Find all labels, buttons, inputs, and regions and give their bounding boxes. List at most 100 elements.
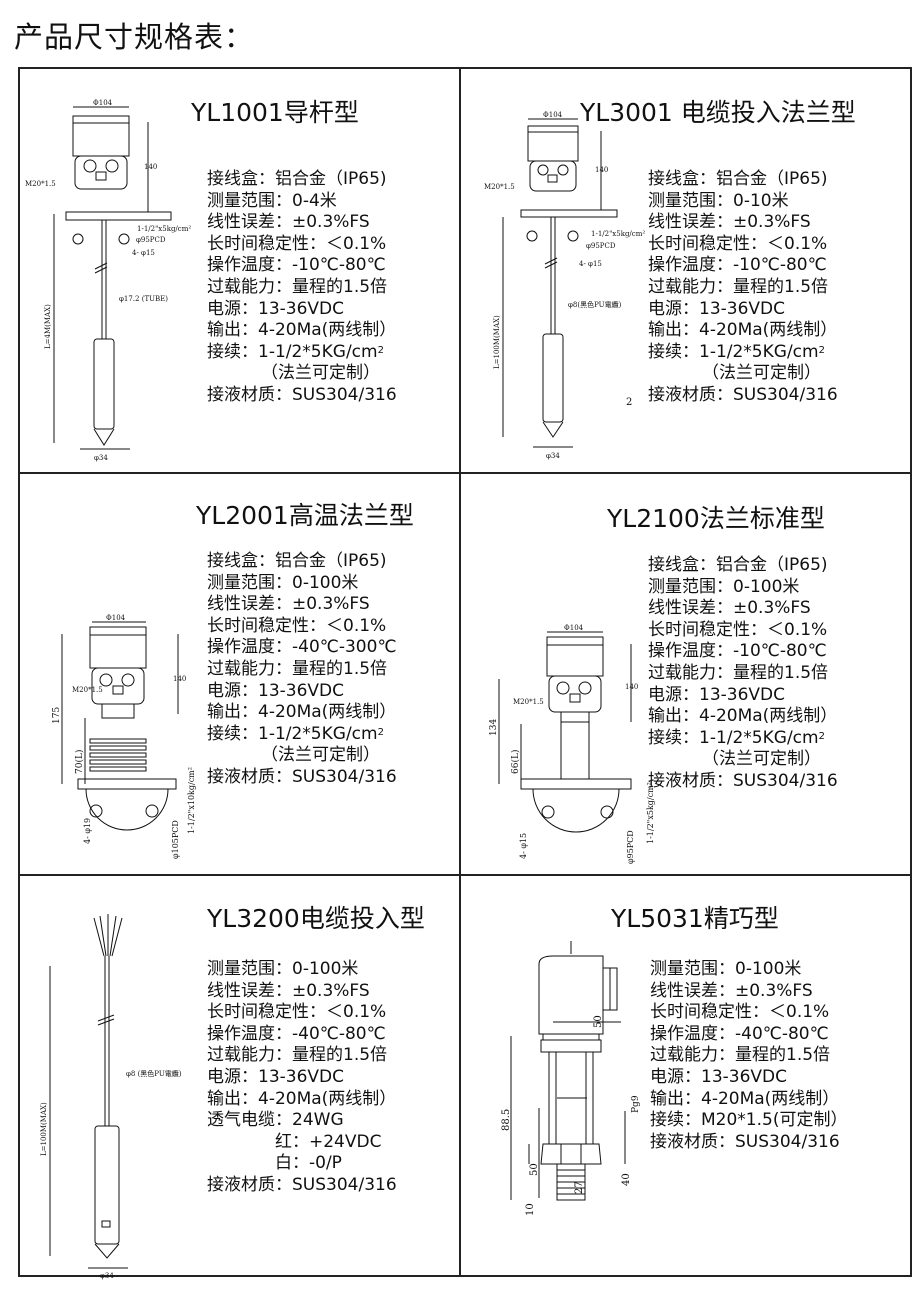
spec-line: 接线盒：铝合金（IP65)	[207, 169, 387, 189]
spec-line: 操作温度：-40℃-80℃	[650, 1023, 829, 1044]
dim-label: φ95PCD	[136, 236, 166, 244]
column-divider	[459, 69, 461, 1275]
product-cell-yl3001: YL3001 电缆投入法兰型 接线盒：铝合金（IP65) 测量范围：0-10米 …	[461, 69, 912, 472]
spec-line: 过载能力：量程的1.5倍	[207, 658, 388, 679]
dim-label: 4- φ19	[83, 818, 92, 844]
spec-line: 线性误差：±0.3%FS	[650, 980, 813, 1001]
spec-line: 长时间稳定性：＜0.1%	[207, 615, 387, 636]
spec-line: 操作温度：-40℃-80℃	[207, 1023, 386, 1044]
dim-label: 1-1/2"x5kg/cm²	[646, 782, 655, 844]
dim-label: φ17.2 (TUBE)	[119, 295, 168, 303]
spec-line: 操作温度：-40℃-300℃	[207, 637, 397, 658]
dim-label: φ34	[100, 1272, 114, 1280]
dim-label: M20*1.5	[484, 183, 515, 191]
spec-line: 过载能力：量程的1.5倍	[207, 1045, 388, 1066]
dimension-drawing-yl3001: Φ104 140 M20*1.5 1-1/2"x5kg/cm² φ95PCD 4…	[484, 111, 645, 460]
spec-line: 电源：13-36VDC	[650, 1066, 787, 1087]
spec-line: 线性误差：±0.3%FS	[648, 212, 811, 233]
spec-line: 测量范围：0-10米	[648, 190, 789, 211]
spec-line: 线性误差：±0.3%FS	[207, 980, 370, 1001]
spec-line: 接续：1-1/2*5KG/cm2	[207, 723, 384, 744]
model-title: YL3200电缆投入型	[207, 904, 425, 933]
dim-label: φ34	[546, 452, 560, 460]
spec-line: 输出：4-20Ma(两线制）	[207, 702, 397, 723]
spec-line: （法兰可定制）	[261, 363, 380, 384]
spec-line: 输出：4-20Ma(两线制）	[207, 1088, 397, 1109]
spec-line: 测量范围：0-100米	[207, 572, 359, 593]
spec-list: 接线盒：铝合金（IP65) 测量范围：0-100米 线性误差：±0.3%FS 长…	[207, 551, 397, 789]
dim-label: 140	[144, 163, 157, 171]
page-title: 产品尺寸规格表：	[14, 20, 255, 54]
dim-label: L=100M(MAX)	[493, 315, 501, 369]
dim-label: 4- φ15	[519, 833, 528, 859]
stray-mark: 2	[626, 397, 633, 408]
spec-line: 接线盒：铝合金（IP65)	[648, 169, 828, 189]
dim-label: 4- φ15	[132, 249, 155, 257]
spec-line: 操作温度：-10℃-80℃	[207, 255, 386, 276]
spec-table: YL1001导杆型 接线盒：铝合金（IP65) 测量范围：0-4米 线性误差：±…	[18, 67, 912, 1280]
dim-label: φ95PCD	[626, 830, 635, 864]
spec-line: 白：-0/P	[275, 1153, 342, 1174]
dim-label: 70(L)	[74, 750, 85, 774]
spec-line: 接续：1-1/2*5KG/cm2	[648, 727, 825, 748]
spec-line: 输出：4-20Ma(两线制）	[648, 320, 838, 341]
dim-label: 40	[621, 1173, 632, 1186]
dim-label: φ34	[94, 454, 108, 462]
dim-label: 4- φ15	[579, 260, 602, 268]
spec-line: 接液材质：SUS304/316	[207, 384, 397, 405]
dim-label: φ8(黑色PU電纜)	[568, 300, 622, 309]
spec-line: 接续：1-1/2*5KG/cm2	[648, 341, 825, 362]
spec-line: 接液材质：SUS304/316	[650, 1131, 840, 1152]
spec-line: 长时间稳定性：＜0.1%	[207, 233, 387, 254]
dimension-drawing-yl1001: Φ104 140 M20*1.5 1-1/2"x5kg/cm² φ95PCD 4…	[25, 99, 191, 462]
model-title: YL1001导杆型	[191, 98, 359, 127]
spec-list: 测量范围：0-100米 线性误差：±0.3%FS 长时间稳定性：＜0.1% 操作…	[650, 959, 847, 1153]
spec-line: 接线盒：铝合金（IP65)	[207, 551, 387, 571]
spec-line: 红：+24VDC	[275, 1131, 382, 1152]
row-divider	[20, 874, 910, 876]
spec-line: 接液材质：SUS304/316	[207, 1174, 397, 1195]
spec-line: （法兰可定制）	[702, 749, 821, 770]
dim-label: 27	[574, 1181, 585, 1194]
spec-line: 接线盒：铝合金（IP65)	[648, 555, 828, 575]
spec-line: 接液材质：SUS304/316	[648, 384, 838, 405]
spec-line: 接续：1-1/2*5KG/cm2	[207, 341, 384, 362]
spec-line: 过载能力：量程的1.5倍	[650, 1045, 831, 1066]
spec-line: 线性误差：±0.3%FS	[207, 594, 370, 615]
product-cell-yl3200: YL3200电缆投入型 测量范围：0-100米 线性误差：±0.3%FS 长时间…	[20, 876, 459, 1280]
dim-label: L=100M(MAX)	[40, 1102, 48, 1156]
dim-label: 50	[529, 1163, 540, 1176]
dim-label: φ105PCD	[171, 820, 180, 859]
spec-line: 操作温度：-10℃-80℃	[648, 641, 827, 662]
product-cell-yl5031: YL5031精巧型 测量范围：0-100米 线性误差：±0.3%FS 长时间稳定…	[461, 876, 912, 1277]
spec-line: （法兰可定制）	[261, 745, 380, 766]
spec-line: 过载能力：量程的1.5倍	[207, 276, 388, 297]
dim-label: φ8 (黑色PU電纜)	[126, 1069, 182, 1078]
spec-line: 长时间稳定性：＜0.1%	[650, 1002, 830, 1023]
model-title: YL3001 电缆投入法兰型	[580, 98, 856, 127]
spec-line: 长时间稳定性：＜0.1%	[648, 619, 828, 640]
spec-line: 输出：4-20Ma(两线制）	[650, 1088, 840, 1109]
spec-line: 操作温度：-10℃-80℃	[648, 255, 827, 276]
dim-label: φ95PCD	[586, 242, 616, 250]
dim-label: 1-1/2"x5kg/cm²	[591, 230, 645, 238]
spec-line: 电源：13-36VDC	[207, 298, 344, 319]
dim-label: 1-1/2"x10kg/cm²	[187, 767, 196, 834]
spec-line: 线性误差：±0.3%FS	[207, 212, 370, 233]
spec-list: 接线盒：铝合金（IP65) 测量范围：0-100米 线性误差：±0.3%FS 长…	[648, 555, 838, 793]
dim-label: L=4M(MAX)	[44, 304, 52, 349]
dimension-drawing-yl2100: Φ104 140 M20*1.5 134 66(L) 1-1/2"x5kg/cm…	[489, 624, 655, 864]
dimension-drawing-yl5031: 50 88.5 50 27 40 10 Pg9	[501, 941, 641, 1216]
spec-line: （法兰可定制）	[702, 363, 821, 384]
dim-label: 140	[173, 675, 186, 683]
dim-label: Φ104	[543, 111, 563, 119]
dim-label: 1-1/2"x5kg/cm²	[137, 225, 191, 233]
model-title: YL2001高温法兰型	[196, 501, 414, 530]
model-title: YL2100法兰标准型	[607, 504, 825, 533]
spec-line: 电源：13-36VDC	[648, 298, 785, 319]
spec-line: 测量范围：0-100米	[650, 959, 802, 979]
spec-line: 测量范围：0-4米	[207, 190, 337, 211]
spec-line: 过载能力：量程的1.5倍	[648, 662, 829, 683]
dimension-drawing-yl3200: φ8 (黑色PU電纜) L=100M(MAX) φ34	[40, 914, 182, 1280]
spec-list: 测量范围：0-100米 线性误差：±0.3%FS 长时间稳定性：＜0.1% 操作…	[207, 959, 397, 1197]
